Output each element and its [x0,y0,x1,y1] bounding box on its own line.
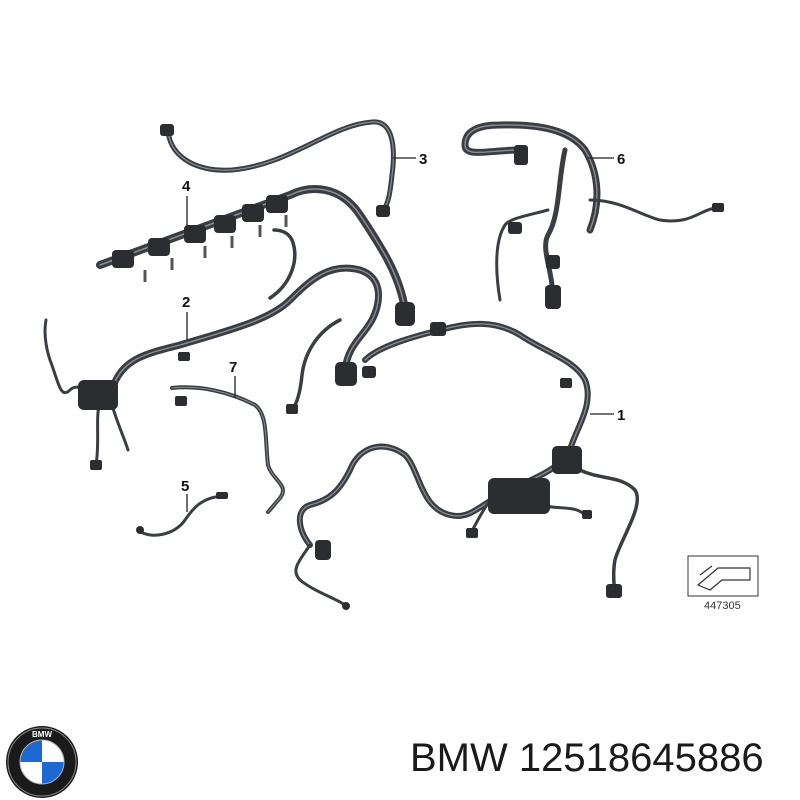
callout-7: 7 [229,359,237,376]
connector [160,124,174,136]
connector [315,540,331,560]
ring-terminal [342,602,350,610]
connector-block [552,446,582,474]
connector [395,302,415,326]
connector [430,322,446,336]
connector [335,362,357,386]
callout-1: 1 [617,407,625,424]
connector [546,255,560,269]
connector [175,396,187,406]
svg-text:BMW: BMW [32,730,52,739]
injector-connector [214,215,236,233]
connector [712,203,724,212]
injector-connector [266,195,288,213]
harness-4 [96,185,415,326]
harness-7 [170,385,285,514]
connector [514,145,528,165]
injector-connector [184,225,206,243]
connector [216,492,228,499]
bmw-logo: BMW [6,726,78,798]
injector-connector [242,204,264,222]
connector [376,205,390,217]
callout-3: 3 [419,151,427,168]
reference-number: 447305 [704,600,741,612]
harness-2 [43,228,383,470]
connector [286,404,298,414]
connector [466,528,478,538]
injector-connector [112,250,134,268]
fuse-box [488,478,550,514]
reference-symbol: 447305 [687,555,759,612]
connector [362,366,376,378]
harness-1 [294,320,639,610]
connector [560,378,572,388]
callout-2: 2 [182,294,190,311]
connector [178,352,190,361]
connector-block [78,380,118,410]
injector-connector [148,238,170,256]
harness-5 [136,492,228,537]
connector [606,584,622,598]
part-number-label: BMW 12518645886 [410,736,764,780]
connector [508,222,522,234]
callouts: 3 4 2 7 5 6 1 [181,151,625,512]
callout-6: 6 [617,151,625,168]
connector [582,510,592,519]
callout-4: 4 [182,178,191,195]
reference-arrow-icon [696,567,751,591]
ring-terminal [136,526,144,534]
connector [90,460,102,470]
harness-3 [160,119,396,217]
connector [545,285,561,309]
callout-5: 5 [181,478,189,495]
harness-6 [461,121,724,309]
